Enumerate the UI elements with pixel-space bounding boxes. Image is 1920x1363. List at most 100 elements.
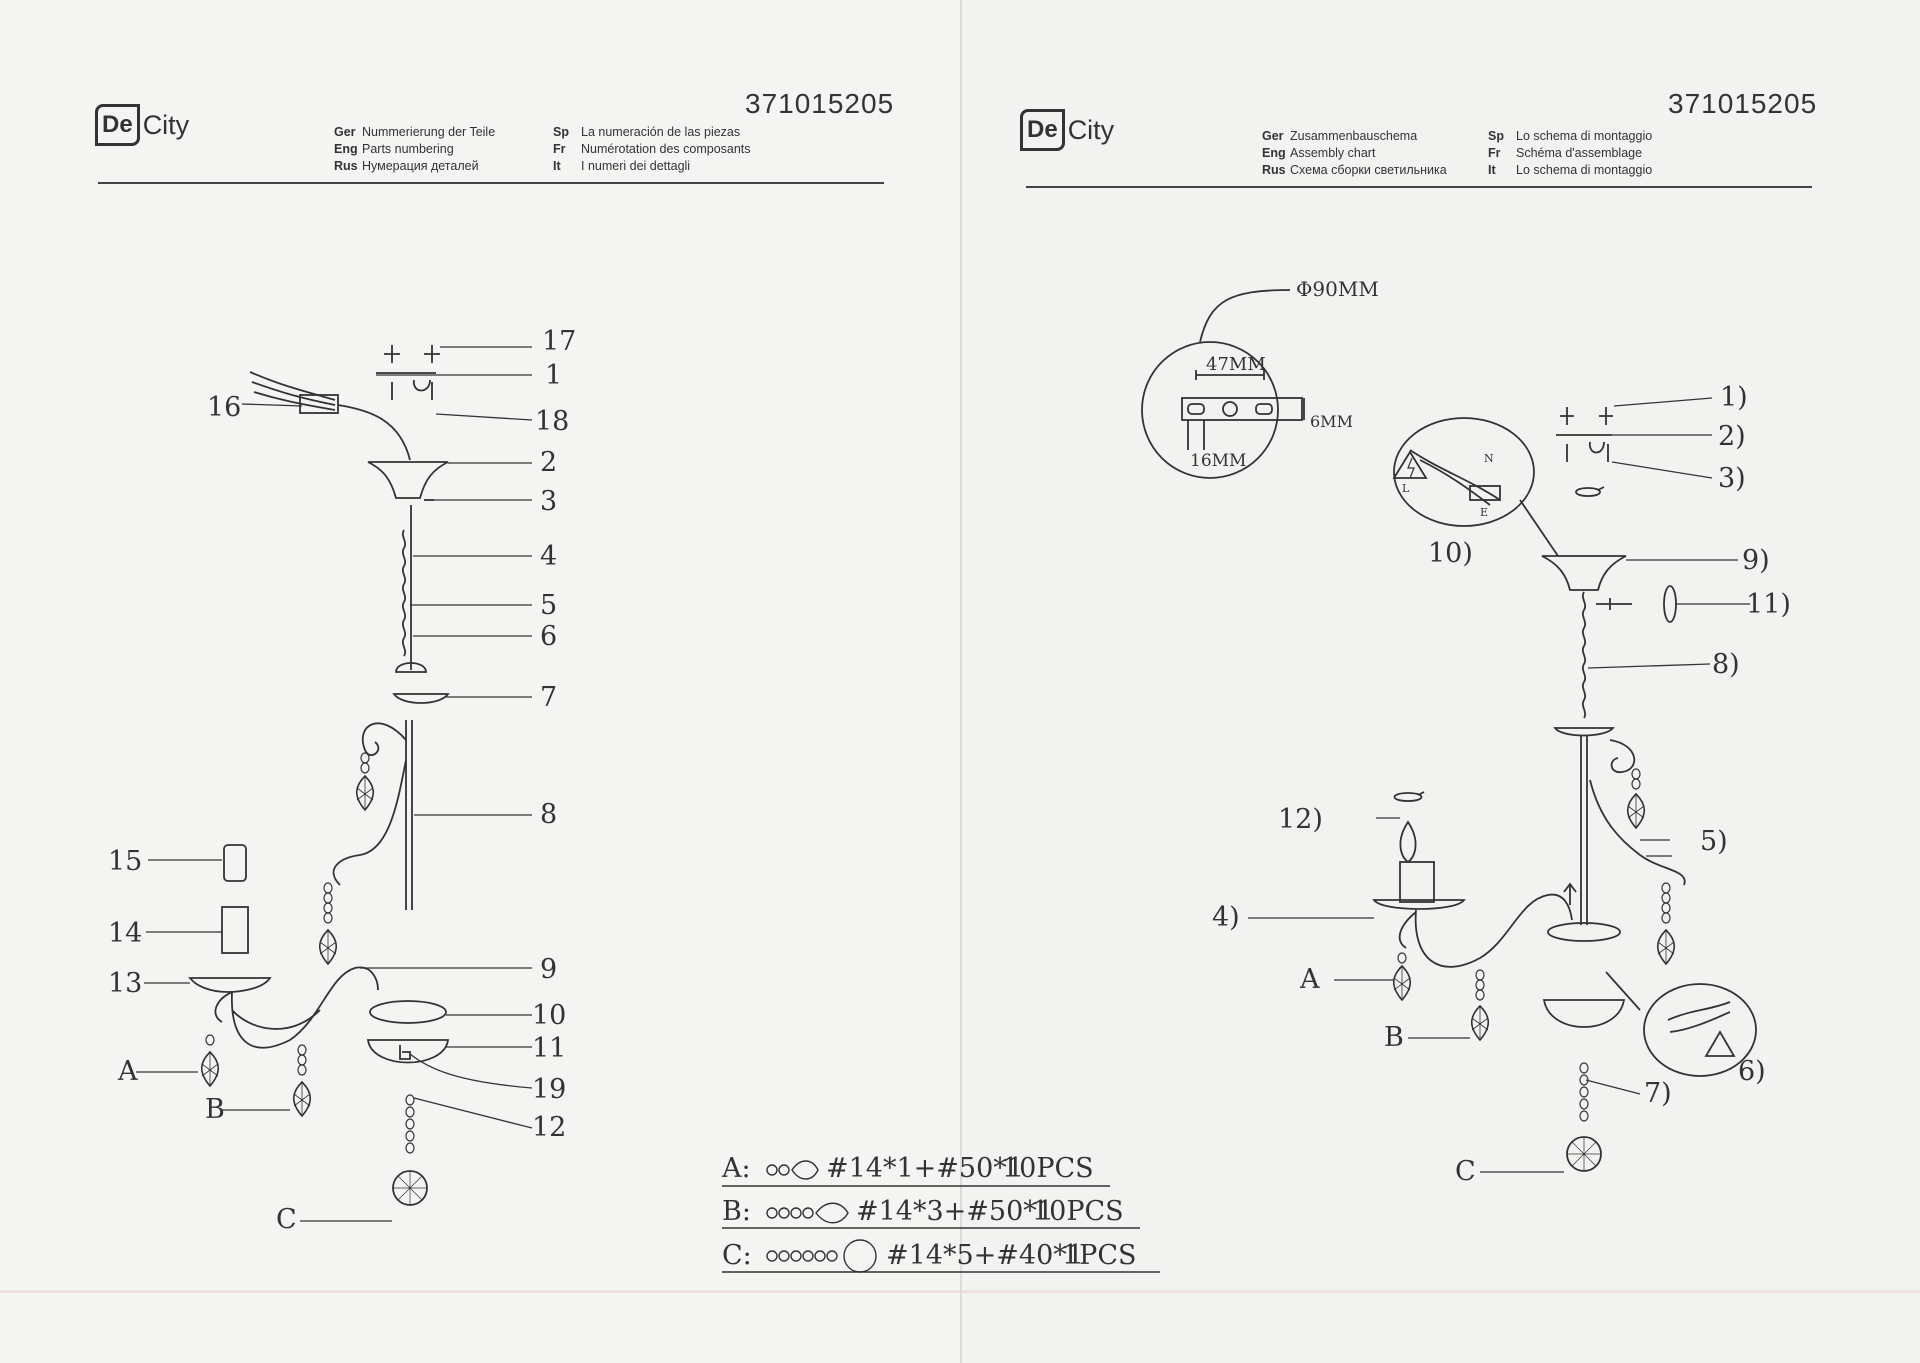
arm-scroll xyxy=(1398,911,1417,949)
upper-scroll xyxy=(362,722,407,756)
part-label: 3 xyxy=(540,486,557,517)
dimension-label: 16MM xyxy=(1190,451,1246,471)
brand-logo-mark: De xyxy=(1020,109,1065,151)
center-rod xyxy=(1580,736,1588,925)
warning-triangle-icon xyxy=(1704,1030,1736,1057)
legend-qty: 10PCS xyxy=(1002,1153,1094,1184)
canopy xyxy=(1541,555,1627,591)
ceiling-hook xyxy=(413,379,431,392)
diameter-leader xyxy=(1199,289,1291,343)
part-label: 19 xyxy=(532,1074,566,1105)
up-arrow-icon xyxy=(1563,882,1577,905)
wiring-terminal xyxy=(1469,485,1501,501)
distribution-plate xyxy=(369,1000,447,1024)
canopy-screw xyxy=(1663,585,1677,623)
ceiling-hook xyxy=(1589,441,1605,454)
warning-triangle-icon xyxy=(1392,450,1428,479)
left-exploded-view xyxy=(188,345,450,1064)
step-label: 7) xyxy=(1644,1078,1672,1109)
wall-plug-icon xyxy=(1560,407,1613,425)
right-assembly-view xyxy=(1141,289,1757,1077)
doc-number-right: 371015205 xyxy=(1668,88,1818,119)
lower-scroll xyxy=(332,759,407,886)
bubble-pointer xyxy=(1605,971,1641,1011)
part-label: 11 xyxy=(532,1033,566,1064)
wall-plug-icon xyxy=(384,345,440,363)
arm-scroll xyxy=(214,991,321,1030)
candle-cup xyxy=(188,977,272,993)
brand-logo-name: City xyxy=(1067,114,1115,145)
header-rule-right xyxy=(1026,186,1812,188)
page-fold xyxy=(960,0,962,1363)
part-label: 8 xyxy=(540,799,557,830)
rotate-arrow-icon xyxy=(1393,791,1425,802)
part-label: 6 xyxy=(540,621,557,652)
width-dimension xyxy=(1195,370,1265,380)
bubble-pointer xyxy=(1519,499,1559,557)
wiring-detail-bubble xyxy=(1643,983,1757,1077)
terminal-block xyxy=(299,394,339,414)
step-label: A xyxy=(1299,964,1320,995)
doc-number-left: 371015205 xyxy=(745,88,895,119)
screwdriver-icon xyxy=(1596,598,1632,610)
step-label: 1) xyxy=(1720,382,1748,413)
step-label: 5) xyxy=(1700,826,1728,857)
chain xyxy=(1581,591,1587,719)
legend-qty: 10PCS xyxy=(1032,1196,1124,1227)
middle-scroll xyxy=(1589,779,1686,886)
step-label: 3) xyxy=(1718,463,1746,494)
brand-logo-right: De City xyxy=(1020,109,1114,151)
supply-cable xyxy=(337,404,411,461)
legend-key: A: xyxy=(721,1153,751,1184)
left-crystals xyxy=(200,752,428,1206)
candle-cup xyxy=(1372,899,1466,910)
part-label: 17 xyxy=(542,326,576,357)
candle-tube xyxy=(1399,861,1435,903)
mains-wires xyxy=(249,371,336,411)
step-label: B xyxy=(1384,1022,1404,1053)
canopy xyxy=(367,461,449,499)
part-label: 5 xyxy=(540,590,557,621)
part-label: 7 xyxy=(540,682,557,713)
legend-formula: #14*3+#50*1 xyxy=(856,1196,1054,1227)
part-label: B xyxy=(205,1094,225,1125)
upper-scroll xyxy=(1609,739,1636,773)
legend-formula: #14*5+#40*1 xyxy=(886,1240,1084,1271)
screw-icon xyxy=(391,382,433,400)
right-crystals xyxy=(1392,768,1676,1172)
part-label: 4 xyxy=(540,541,557,572)
legend-key: C: xyxy=(722,1240,752,1271)
part-label: 10 xyxy=(532,1000,566,1031)
wiring-lines xyxy=(1667,1001,1731,1033)
step-label: 10) xyxy=(1428,538,1473,569)
dimension-label: 6MM xyxy=(1310,412,1353,431)
legend-qty: 1PCS xyxy=(1062,1240,1137,1271)
part-label: 18 xyxy=(535,406,569,437)
left-leader-lines xyxy=(136,346,533,1222)
light-arm xyxy=(1414,893,1573,968)
wiring-detail-bubble xyxy=(1393,417,1535,527)
right-leader-lines xyxy=(1248,397,1750,1173)
left-part-labels: 17 1 16 18 2 3 4 5 6 7 8 15 14 13 9 10 1… xyxy=(108,326,576,1235)
scan-artifact xyxy=(0,1290,1920,1293)
step-label: 12) xyxy=(1278,804,1323,835)
candle-tube xyxy=(221,906,249,954)
mounting-plate-detail xyxy=(1181,397,1303,421)
bottom-bowl xyxy=(366,1039,450,1064)
legend-key: B: xyxy=(722,1196,751,1227)
part-label: 1 xyxy=(545,360,562,391)
lightning-icon xyxy=(1407,457,1415,479)
